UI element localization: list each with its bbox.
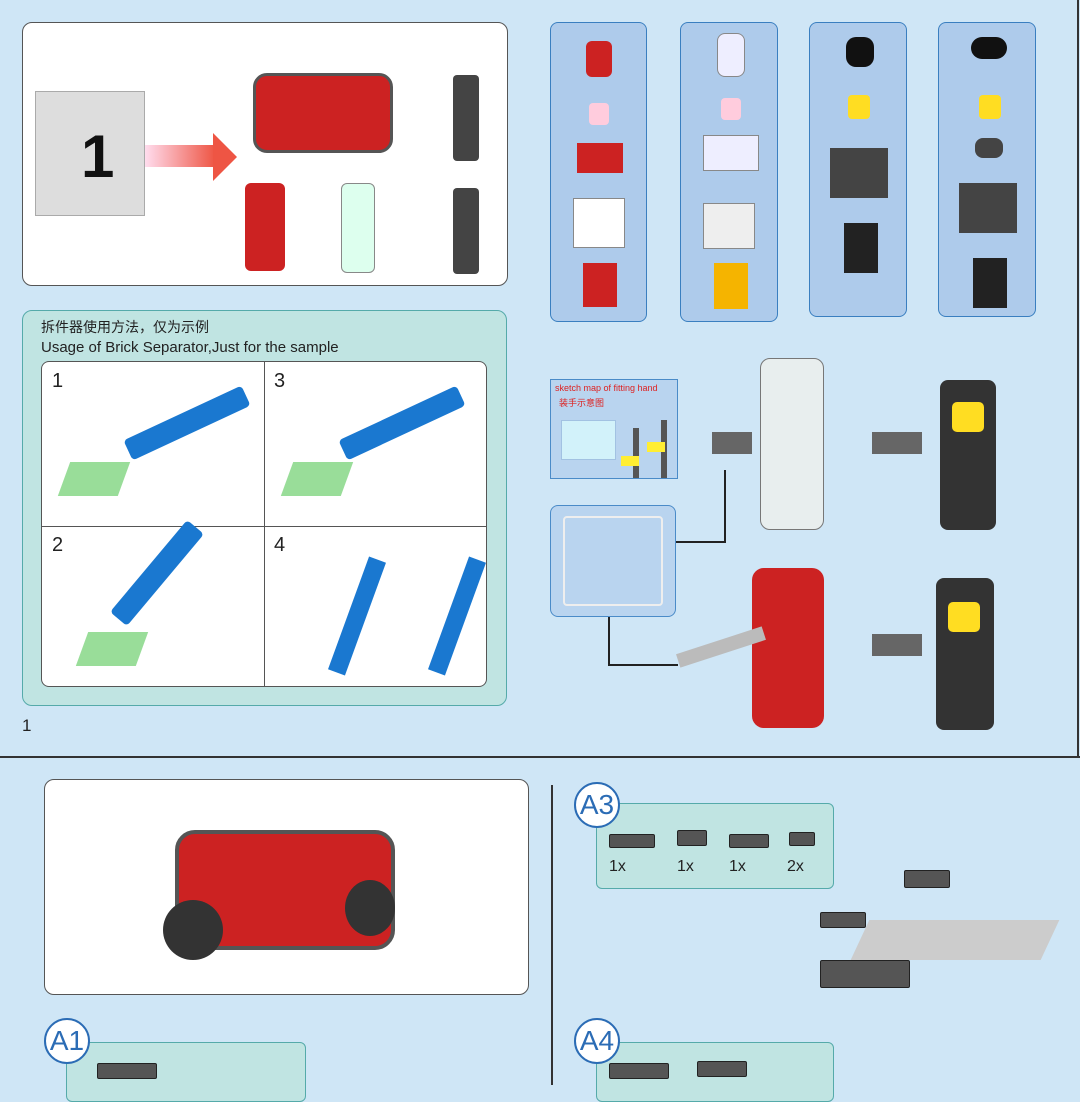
blaster-icon [872,432,922,454]
separator-title-cn: 拆件器使用方法，仅为示例 [41,319,209,335]
separator-usage-panel: 拆件器使用方法，仅为示例 Usage of Brick Separator,Ju… [22,310,507,706]
minifig-villain-2 [453,188,479,274]
brick-separator-tool [328,556,386,676]
weapon-sprue [550,505,676,617]
bag-contents-box: 1 [22,22,508,286]
green-plate [57,462,131,496]
sketch-title-cn: 装手示意图 [559,398,605,408]
step-a3-assembly [820,870,1060,990]
connector-line [608,664,678,666]
column-divider [551,785,553,1085]
step-a1-parts [66,1042,306,1102]
minifig-red-assembled [752,568,824,728]
step-number: 2 [52,534,64,556]
minifig-assembly-white [680,22,778,322]
minifig-assembly-villain-2 [938,22,1036,317]
minifig-white [341,183,375,273]
step-a3-parts: 1x 1x 1x 2x [596,803,834,889]
blaster-icon [712,432,752,454]
part-quantity: 1x [729,858,746,875]
vehicle-preview-box [44,779,529,995]
parts-bag: 1 [35,91,145,216]
step-badge-a3: A3 [574,782,620,828]
brick-separator-tool [338,385,466,461]
wheel [163,900,223,960]
arrow-icon [145,145,215,167]
step-number: 1 [52,370,64,392]
minifig-assembly-villain-1 [809,22,907,317]
vehicle-image [253,73,393,153]
connector-line [676,541,726,543]
step-badge-a1: A1 [44,1018,90,1064]
separator-title-en: Usage of Brick Separator,Just for the sa… [41,339,339,356]
sketch-title-en: sketch map of fitting hand [555,383,658,393]
bag-number: 1 [81,123,115,190]
page-divider [0,756,1080,758]
connector-line [724,470,726,543]
green-plate [280,462,354,496]
minifig-white-assembled [760,358,824,530]
blaster-icon [872,634,922,656]
brick-separator-tool [123,385,251,461]
page-number: 1 [22,716,32,735]
step-number: 4 [274,534,286,556]
step-a4-parts [596,1042,834,1102]
part-quantity: 1x [609,858,626,875]
page-border-right [1077,0,1079,757]
arrow-head-icon [213,133,237,181]
minifig-villain-1 [453,75,479,161]
part-quantity: 1x [677,858,694,875]
separator-steps-grid: 1 3 2 4 [41,361,487,687]
minifig-villain-2-assembled [936,578,994,730]
green-plate [75,632,149,666]
fitting-hand-sketch: sketch map of fitting hand 装手示意图 [550,379,678,479]
minifig-assembly-red [550,22,647,322]
part-quantity: 2x [787,858,804,875]
step-number: 3 [274,370,286,392]
minifig-red [245,183,285,271]
brick-separator-tool [428,556,486,676]
wheel [345,880,395,936]
connector-line [608,617,610,665]
minifig-villain-assembled [940,380,996,530]
brick-separator-tool [110,519,204,627]
step-badge-a4: A4 [574,1018,620,1064]
